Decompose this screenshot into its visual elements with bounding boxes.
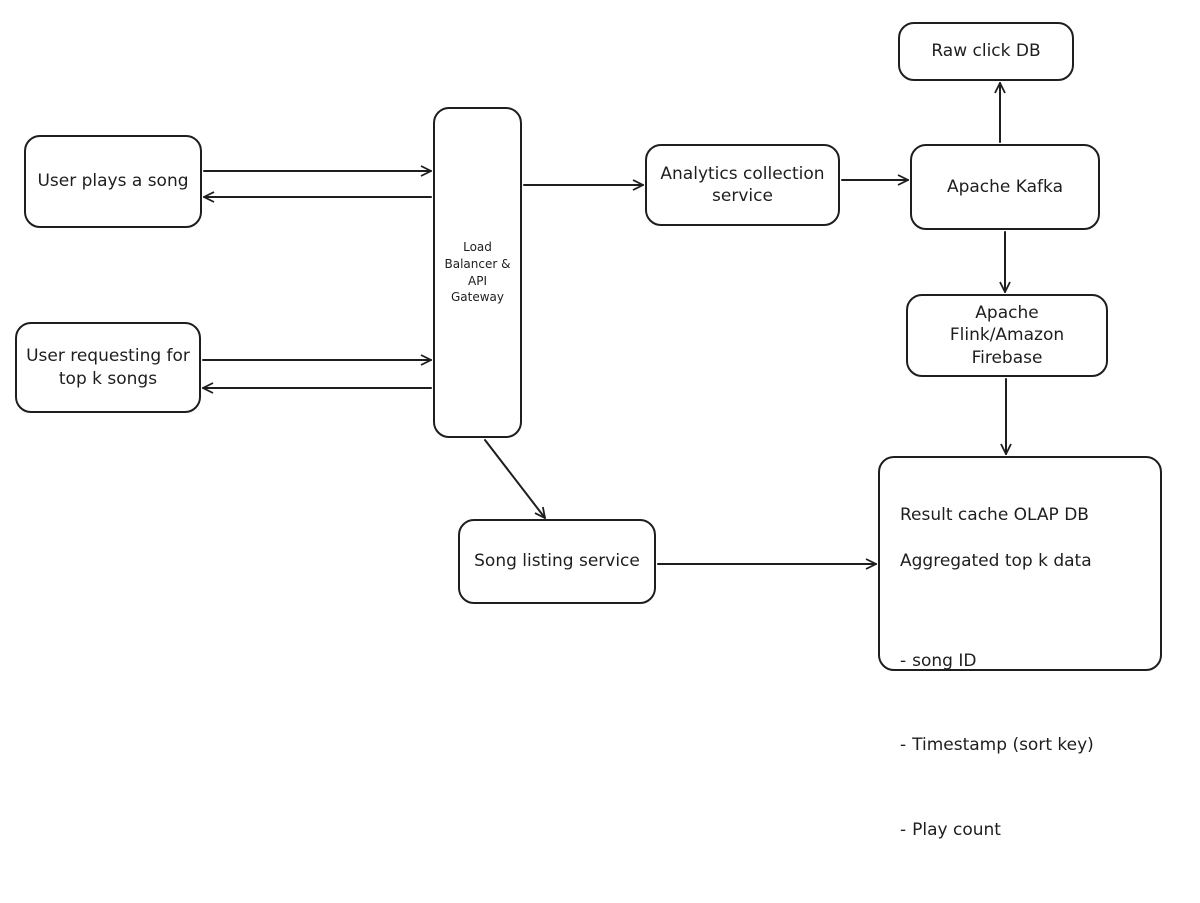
user-requesting-top-k-box: User requesting for top k songs — [15, 322, 201, 413]
result-cache-olap-box: Result cache OLAP DB Aggregated top k da… — [878, 456, 1162, 840]
list-bullet: - — [900, 651, 907, 672]
raw-click-db-label: Raw click DB — [931, 41, 1041, 62]
result-cache-field-item: -song ID — [900, 628, 1148, 672]
song-listing-service-box: Song listing service — [458, 519, 656, 604]
result-cache-field-timestamp: Timestamp (sort key) — [912, 735, 1094, 756]
connector-layer — [202, 82, 1200, 698]
result-cache-field-item: -Timestamp (sort key) — [900, 712, 1148, 756]
result-cache-field-list: -song ID -Timestamp (sort key) -Play cou… — [900, 606, 1148, 881]
load-balancer-gateway-label: Load Balancer & API Gateway — [444, 239, 511, 305]
arrow-gateway-to-song-listing — [484, 439, 545, 518]
song-listing-service-label: Song listing service — [474, 551, 640, 572]
user-plays-song-label: User plays a song — [37, 171, 189, 192]
user-plays-song-box: User plays a song — [24, 135, 202, 228]
raw-click-db-box: Raw click DB — [898, 22, 1074, 81]
result-cache-subtitle: Aggregated top k data — [900, 550, 1092, 571]
result-cache-field-song-id: song ID — [912, 651, 977, 672]
list-bullet: - — [900, 735, 907, 756]
apache-flink-box: Apache Flink/Amazon Firebase — [906, 294, 1108, 377]
list-bullet: - — [900, 819, 907, 840]
load-balancer-gateway-box: Load Balancer & API Gateway — [433, 107, 522, 438]
analytics-collection-service-box: Analytics collection service — [645, 144, 840, 226]
result-cache-field-play-count: Play count — [912, 819, 1001, 840]
result-cache-field-item: -Play count — [900, 797, 1148, 841]
user-requesting-top-k-label: User requesting for top k songs — [26, 346, 190, 389]
apache-kafka-box: Apache Kafka — [910, 144, 1100, 230]
apache-kafka-label: Apache Kafka — [946, 176, 1064, 197]
analytics-collection-service-label: Analytics collection service — [660, 163, 825, 206]
result-cache-title: Result cache OLAP DB — [900, 505, 1089, 526]
apache-flink-label: Apache Flink/Amazon Firebase — [949, 303, 1065, 368]
